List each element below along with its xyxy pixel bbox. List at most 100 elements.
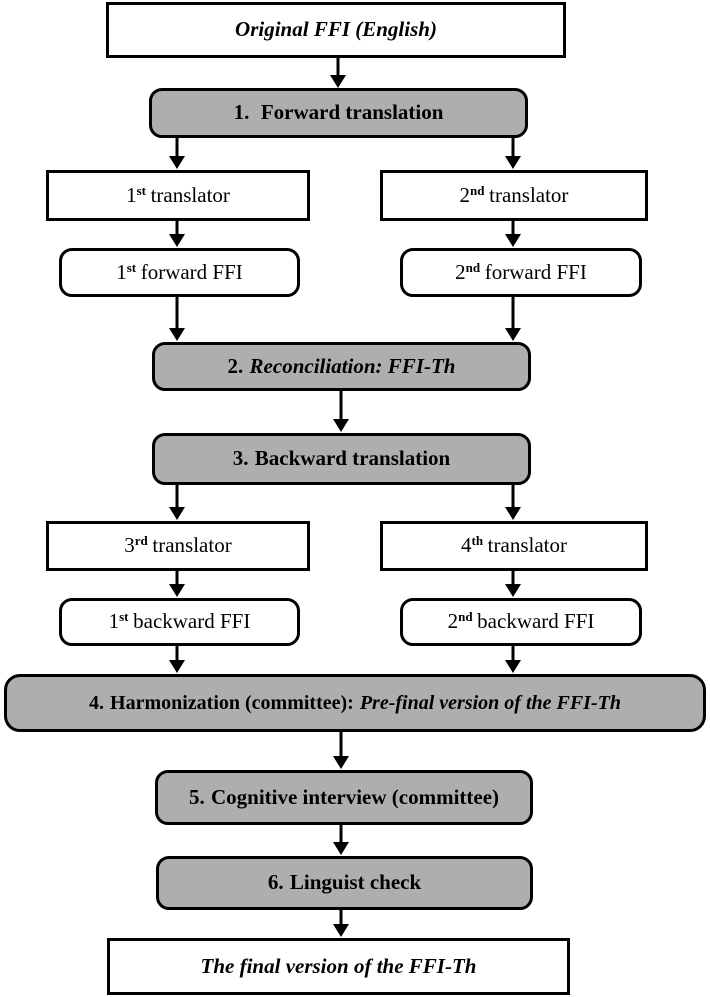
arrow-translator1-to-forwardffi1 [169, 221, 185, 247]
arrow-step1-to-translator1 [169, 138, 185, 169]
step-text: Cognitive interview (committee) [210, 784, 500, 809]
ordinal-superscript: nd [465, 259, 481, 275]
arrowhead-down-icon [505, 156, 521, 169]
ordinal-superscript: rd [134, 533, 148, 549]
arrow-shaft [336, 58, 340, 79]
node-step2-reconciliation: 2.Reconciliation: FFI-Th [152, 342, 531, 391]
arrowhead-down-icon [505, 234, 521, 247]
arrow-shaft [175, 571, 179, 588]
arrow-forwardffi1-to-step2 [169, 297, 185, 341]
node-step6-linguist-check: 6.Linguist check [156, 856, 533, 910]
arrow-shaft [511, 485, 515, 511]
arrowhead-down-icon [333, 419, 349, 432]
ordinal: 1 [116, 259, 127, 284]
step-text: Linguist check [289, 870, 422, 895]
node-original-ffi: Original FFI (English) [106, 2, 566, 58]
node-step5-cognitive-interview: 5.Cognitive interview (committee) [155, 770, 533, 825]
ordinal-superscript: th [471, 533, 484, 549]
label-text: backward FFI [477, 609, 595, 634]
ordinal-superscript: st [136, 182, 146, 198]
label-text: translator [487, 533, 567, 558]
arrow-step4-to-step5 [333, 732, 349, 769]
step-number: 1. [233, 100, 250, 125]
arrow-shaft [511, 138, 515, 160]
label-text: translator [152, 533, 232, 558]
arrow-shaft [339, 910, 343, 928]
node-step4-harmonization: 4.Harmonization (committee):Pre-final ve… [4, 674, 706, 732]
step-number: 2. [227, 353, 244, 378]
arrowhead-down-icon [505, 584, 521, 597]
ordinal: 2 [459, 182, 471, 207]
arrowhead-down-icon [169, 156, 185, 169]
arrow-shaft [511, 221, 515, 238]
step-number: 5. [188, 784, 205, 809]
arrow-translator2-to-forwardffi2 [505, 221, 521, 247]
step-number: 4. [89, 692, 105, 714]
node-step1-forward-translation: 1. Forward translation [149, 88, 528, 138]
arrow-translator4-to-backwardffi2 [505, 571, 521, 597]
ordinal-superscript: st [119, 609, 129, 625]
label-text: forward FFI [484, 259, 587, 284]
step-text-italic: Reconciliation: FFI-Th [249, 353, 456, 378]
label-text: translator [150, 182, 230, 207]
node-label: Original FFI (English) [235, 17, 437, 42]
node-final-version: The final version of the FFI-Th [107, 938, 570, 995]
arrowhead-down-icon [505, 660, 521, 673]
ordinal-superscript: nd [470, 182, 485, 198]
step-text-italic: Pre-final version of the FFI-Th [359, 692, 621, 714]
step-text: Forward translation [260, 100, 444, 125]
ordinal-superscript: nd [458, 609, 473, 625]
step-text: Harmonization (committee): [110, 692, 354, 714]
arrow-step5-to-step6 [333, 825, 349, 855]
arrowhead-down-icon [169, 584, 185, 597]
label-text: backward FFI [133, 609, 251, 634]
arrow-shaft [511, 646, 515, 664]
ordinal: 1 [108, 609, 120, 634]
arrow-backwardffi2-to-step4 [505, 646, 521, 673]
node-label: 2.Reconciliation: FFI-Th [227, 353, 456, 378]
arrowhead-down-icon [169, 660, 185, 673]
arrow-shaft [339, 732, 343, 760]
step-number: 6. [267, 870, 284, 895]
arrowhead-down-icon [169, 507, 185, 520]
ordinal: 4 [461, 533, 472, 558]
arrowhead-down-icon [505, 507, 521, 520]
node-label: 5.Cognitive interview (committee) [188, 784, 500, 809]
ordinal: 1 [126, 182, 137, 207]
step-number: 3. [232, 446, 249, 471]
arrow-shaft [339, 391, 343, 423]
label-text: forward FFI [140, 259, 243, 284]
node-label: 6.Linguist check [268, 871, 421, 894]
arrowhead-down-icon [333, 756, 349, 769]
arrow-shaft [511, 571, 515, 588]
arrow-step2-to-step3 [333, 391, 349, 432]
arrow-shaft [511, 297, 515, 332]
ordinal: 2 [455, 259, 466, 284]
arrow-step3-to-translator4 [505, 485, 521, 520]
arrowhead-down-icon [169, 328, 185, 341]
node-step3-backward-translation: 3.Backward translation [152, 433, 531, 485]
arrow-step3-to-translator3 [169, 485, 185, 520]
arrow-shaft [175, 485, 179, 511]
arrow-shaft [175, 138, 179, 160]
arrowhead-down-icon [505, 328, 521, 341]
ordinal: 3 [124, 533, 135, 558]
arrow-shaft [175, 646, 179, 664]
node-label: The final version of the FFI-Th [200, 953, 477, 978]
arrowhead-down-icon [330, 75, 346, 88]
arrow-original-to-step1 [330, 58, 346, 88]
